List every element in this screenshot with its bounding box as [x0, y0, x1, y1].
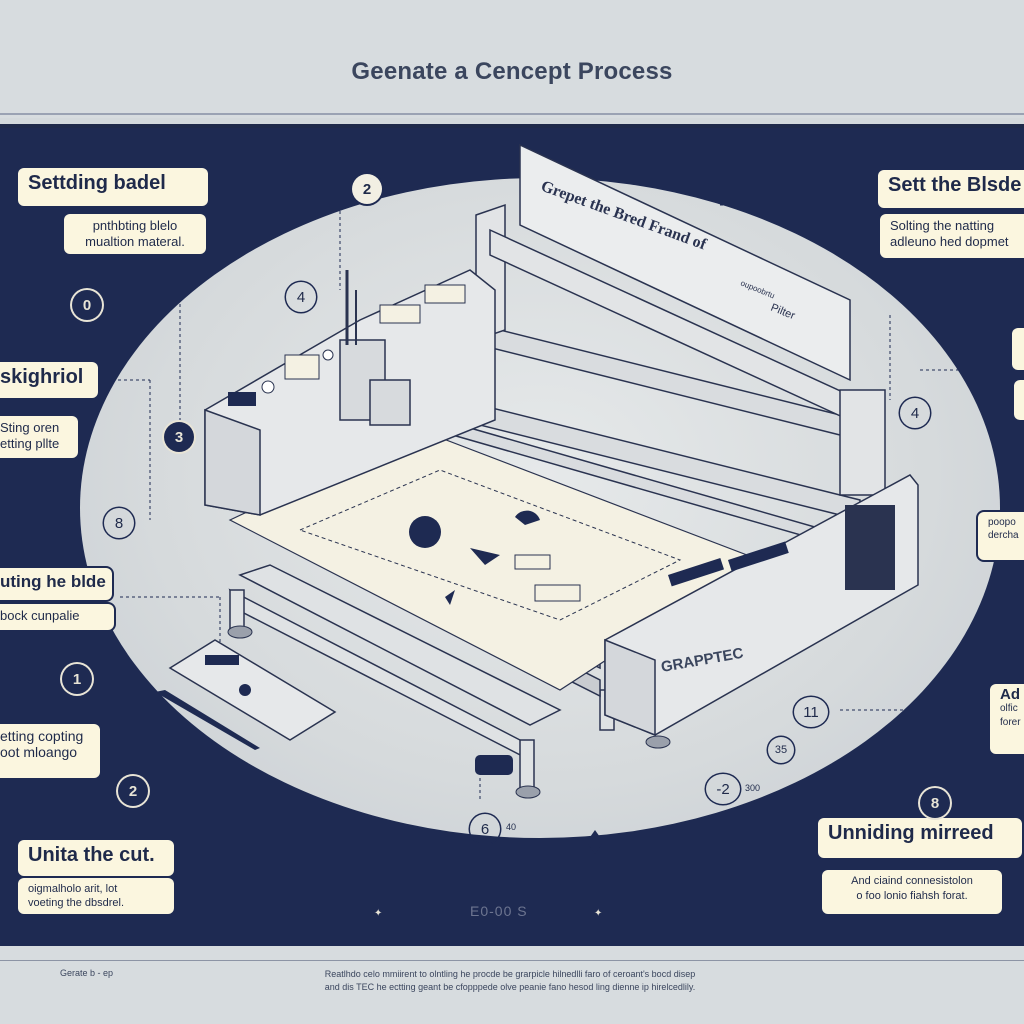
label-skighriol-desc: Sting oren etting pllte	[0, 416, 78, 458]
desc-line: etting pllte	[0, 436, 60, 451]
footer-line: and dis TEC he ectting geant be cfoppped…	[324, 982, 696, 992]
annotation-40: 40	[506, 822, 517, 832]
step-number-11: 11	[794, 697, 828, 727]
panel-top-border	[0, 124, 1024, 128]
label-unniding-desc: And ciaind connesistolon o foo lonio fia…	[822, 870, 1002, 914]
desc-line: voeting the dbsdrel.	[28, 897, 125, 909]
footer-line: Reatlhdo celo mmiirent to olntling he pr…	[324, 969, 696, 979]
desc-line: forer	[1000, 717, 1021, 728]
desc-line: olfic	[1000, 703, 1018, 714]
annotation-300: 300	[745, 783, 761, 793]
desc-line: Solting the natting	[890, 218, 995, 233]
footer-divider	[0, 960, 1024, 961]
desc-line: etting copting	[0, 728, 84, 744]
step-number-4-right: 4	[900, 398, 930, 428]
label-setting-blade-desc: pnthbting blelo mualtion materal.	[64, 214, 206, 254]
step-number-35: 35	[768, 737, 794, 763]
footer-left-text: Gerate b - ep	[60, 968, 114, 978]
desc-line: mualtion materal.	[85, 234, 185, 249]
label-setting-blade: Settding badel	[18, 168, 208, 206]
step-number-minus-2: -2	[706, 774, 740, 804]
page-title: Geenate a Cencept Process	[351, 58, 673, 85]
desc-line: oigmalholo arit, lot	[28, 883, 118, 895]
step-number-2-top: 2	[352, 174, 382, 204]
step-number-6: 6	[470, 814, 500, 844]
step-number-8-right: 8	[920, 788, 950, 818]
label-right-edge-d: Ad olfic forer	[990, 684, 1024, 754]
label-set-blade: Sett the Blsde	[878, 170, 1024, 208]
leader-lines	[100, 204, 1000, 873]
sparkle-icon: ✦	[374, 908, 383, 919]
title-divider	[0, 113, 1024, 115]
label-unita-cut-desc: oigmalholo arit, lot voeting the dbsdrel…	[18, 878, 174, 914]
step-number-8-left: 8	[104, 508, 134, 538]
label-right-edge-c: poopo dercha	[978, 512, 1024, 560]
desc-line: o foo lonio fiahsh forat.	[856, 890, 968, 902]
desc-line: dercha	[988, 530, 1019, 541]
desc-line: adleuno hed dopmet	[890, 234, 1009, 249]
label-cutting-blade: uting he blde	[0, 568, 112, 600]
step-number-0: 0	[72, 290, 102, 320]
label-skighriol: skighriol	[0, 362, 98, 398]
step-number-4-machine: 4	[286, 282, 316, 312]
label-right-edge-a	[1012, 328, 1024, 370]
desc-line: Sting oren	[0, 420, 60, 435]
footer-band	[0, 946, 1024, 1024]
footer-caption: Reatlhdo celo mmiirent to olntling he pr…	[200, 968, 820, 994]
title-band	[0, 0, 1024, 118]
label-unniding-mirreed: Unniding mirreed	[818, 818, 1022, 858]
desc-line: And ciaind connesistolon	[851, 875, 973, 887]
step-number-3: 3	[164, 422, 194, 452]
desc-line: poopo	[988, 517, 1016, 528]
label-right-edge-b	[1014, 380, 1024, 420]
label-unita-cut: Unita the cut.	[18, 840, 174, 876]
desc-line: pnthbting blelo	[92, 218, 178, 233]
label-cutting-blade-desc: bock cunpalie	[0, 604, 114, 630]
sparkle-icon: ✦	[594, 908, 603, 919]
step-number-1: 1	[62, 664, 92, 694]
label-cutting-options: etting copting oot mloango	[0, 724, 100, 778]
label-set-blade-desc: Solting the natting adleuno hed dopmet	[880, 214, 1024, 258]
desc-line: oot mloango	[0, 744, 78, 760]
step-number-2-bottom: 2	[118, 776, 148, 806]
diagram-code: E0-00 S	[470, 903, 528, 919]
desc-line: Ad	[1000, 686, 1020, 703]
